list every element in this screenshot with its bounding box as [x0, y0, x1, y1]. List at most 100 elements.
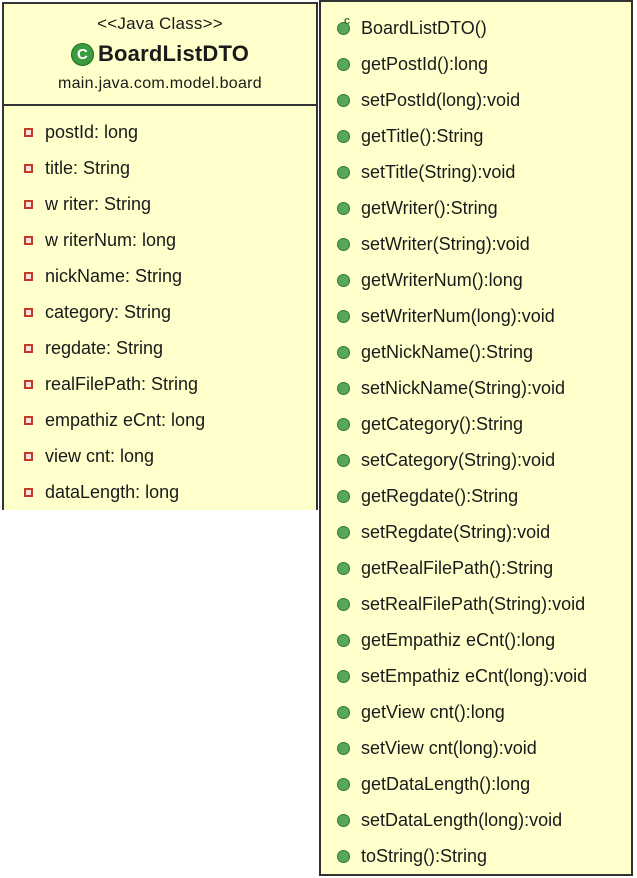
operation-text: setPostId(long):void	[361, 89, 521, 110]
attribute-text: nickName: String	[45, 265, 183, 286]
operation-text: setNickName(String):void	[361, 377, 566, 398]
operation-text: getRegdate():String	[361, 485, 519, 506]
class-name: BoardListDTO	[97, 41, 250, 66]
public-method-icon	[337, 237, 350, 251]
private-field-icon	[24, 199, 33, 209]
operation-list: c BoardListDTO() getPostId():long setPostId…	[321, 10, 631, 874]
public-method-icon	[337, 561, 350, 575]
class-title-row: C BoardListDTO	[4, 41, 316, 67]
operation-text: setTitle(String):void	[361, 161, 516, 182]
operation-text: setWriterNum(long):void	[361, 305, 555, 326]
attribute-text: postId: long	[45, 121, 139, 142]
constructor-marker: c	[344, 14, 351, 27]
attribute-text: regdate: String	[45, 337, 164, 358]
operation-row: getWriterNum():long	[321, 262, 631, 298]
operation-row: setPostId(long):void	[321, 82, 631, 118]
attribute-row: title: String	[4, 150, 316, 186]
operation-text: setCategory(String):void	[361, 449, 556, 470]
attribute-row: regdate: String	[4, 330, 316, 366]
operation-row: setNickName(String):void	[321, 370, 631, 406]
operation-row: setEmpathiz eCnt(long):void	[321, 658, 631, 694]
operation-text: getEmpathiz eCnt():long	[361, 629, 556, 650]
attribute-row: empathiz eCnt: long	[4, 402, 316, 438]
private-field-icon	[24, 343, 33, 353]
public-method-icon	[337, 597, 350, 611]
operation-text: getWriter():String	[361, 197, 498, 218]
operation-text: setRegdate(String):void	[361, 521, 551, 542]
attribute-row: dataLength: long	[4, 474, 316, 510]
attribute-list: postId: long title: String w riter: String…	[4, 114, 316, 510]
operation-text: getRealFilePath():String	[361, 557, 554, 578]
public-method-icon	[337, 381, 350, 395]
class-icon: C	[70, 42, 94, 66]
public-method-icon	[337, 273, 350, 287]
operation-text: setWriter(String):void	[361, 233, 530, 254]
operation-text: getView cnt():long	[361, 701, 505, 722]
operation-row: getRealFilePath():String	[321, 550, 631, 586]
public-method-icon	[337, 345, 350, 359]
class-header: <<Java Class>> C BoardListDTO main.java.…	[4, 4, 316, 106]
public-method-icon	[337, 417, 350, 431]
private-field-icon	[24, 235, 33, 245]
operation-row: getNickName():String	[321, 334, 631, 370]
attribute-text: w riterNum: long	[45, 229, 177, 250]
operation-row: setCategory(String):void	[321, 442, 631, 478]
operation-row: setWriter(String):void	[321, 226, 631, 262]
operation-row: getCategory():String	[321, 406, 631, 442]
operation-row: getEmpathiz eCnt():long	[321, 622, 631, 658]
operation-row: getDataLength():long	[321, 766, 631, 802]
operation-row: getRegdate():String	[321, 478, 631, 514]
attribute-row: view cnt: long	[4, 438, 316, 474]
public-method-icon	[337, 453, 350, 467]
operation-row: setRealFilePath(String):void	[321, 586, 631, 622]
constructor-icon: c	[337, 15, 350, 35]
package-name: main.java.com.model.board	[57, 75, 263, 92]
operation-text: getCategory():String	[361, 413, 524, 434]
operation-text: getWriterNum():long	[361, 269, 523, 290]
private-field-icon	[24, 163, 33, 173]
class-box-header-attributes: <<Java Class>> C BoardListDTO main.java.…	[2, 2, 318, 510]
attribute-text: dataLength: long	[45, 481, 180, 502]
operation-row: getWriter():String	[321, 190, 631, 226]
public-method-icon	[337, 633, 350, 647]
private-field-icon	[24, 271, 33, 281]
attribute-text: empathiz eCnt: long	[45, 409, 206, 430]
operation-row: setDataLength(long):void	[321, 802, 631, 838]
private-field-icon	[24, 487, 33, 497]
operation-row: setView cnt(long):void	[321, 730, 631, 766]
operation-text: BoardListDTO()	[361, 17, 487, 38]
public-method-icon	[337, 201, 350, 215]
operation-text: setDataLength(long):void	[361, 809, 563, 830]
operation-row: setWriterNum(long):void	[321, 298, 631, 334]
attribute-text: category: String	[45, 301, 172, 322]
public-method-icon	[337, 777, 350, 791]
public-method-icon	[337, 93, 350, 107]
attribute-row: w riter: String	[4, 186, 316, 222]
attribute-row: category: String	[4, 294, 316, 330]
attribute-row: nickName: String	[4, 258, 316, 294]
operation-text: getPostId():long	[361, 53, 489, 74]
attribute-text: w riter: String	[45, 193, 152, 214]
public-method-icon	[337, 849, 350, 863]
public-method-icon	[337, 309, 350, 323]
public-method-icon	[337, 129, 350, 143]
operation-text: setView cnt(long):void	[361, 737, 537, 758]
operation-row: setTitle(String):void	[321, 154, 631, 190]
operation-text: getTitle():String	[361, 125, 484, 146]
operation-row: getPostId():long	[321, 46, 631, 82]
operation-row: setRegdate(String):void	[321, 514, 631, 550]
operations-compartment: c BoardListDTO() getPostId():long setPostId…	[319, 0, 633, 876]
operation-row: getView cnt():long	[321, 694, 631, 730]
private-field-icon	[24, 379, 33, 389]
public-method-icon	[337, 57, 350, 71]
operation-text: getDataLength():long	[361, 773, 531, 794]
operation-text: setEmpathiz eCnt(long):void	[361, 665, 588, 686]
public-method-icon	[337, 741, 350, 755]
operation-text: setRealFilePath(String):void	[361, 593, 586, 614]
attribute-text: realFilePath: String	[45, 373, 199, 394]
operation-text: toString():String	[361, 845, 488, 866]
public-method-icon	[337, 525, 350, 539]
public-method-icon	[337, 669, 350, 683]
private-field-icon	[24, 307, 33, 317]
operation-row: c BoardListDTO()	[321, 10, 631, 46]
